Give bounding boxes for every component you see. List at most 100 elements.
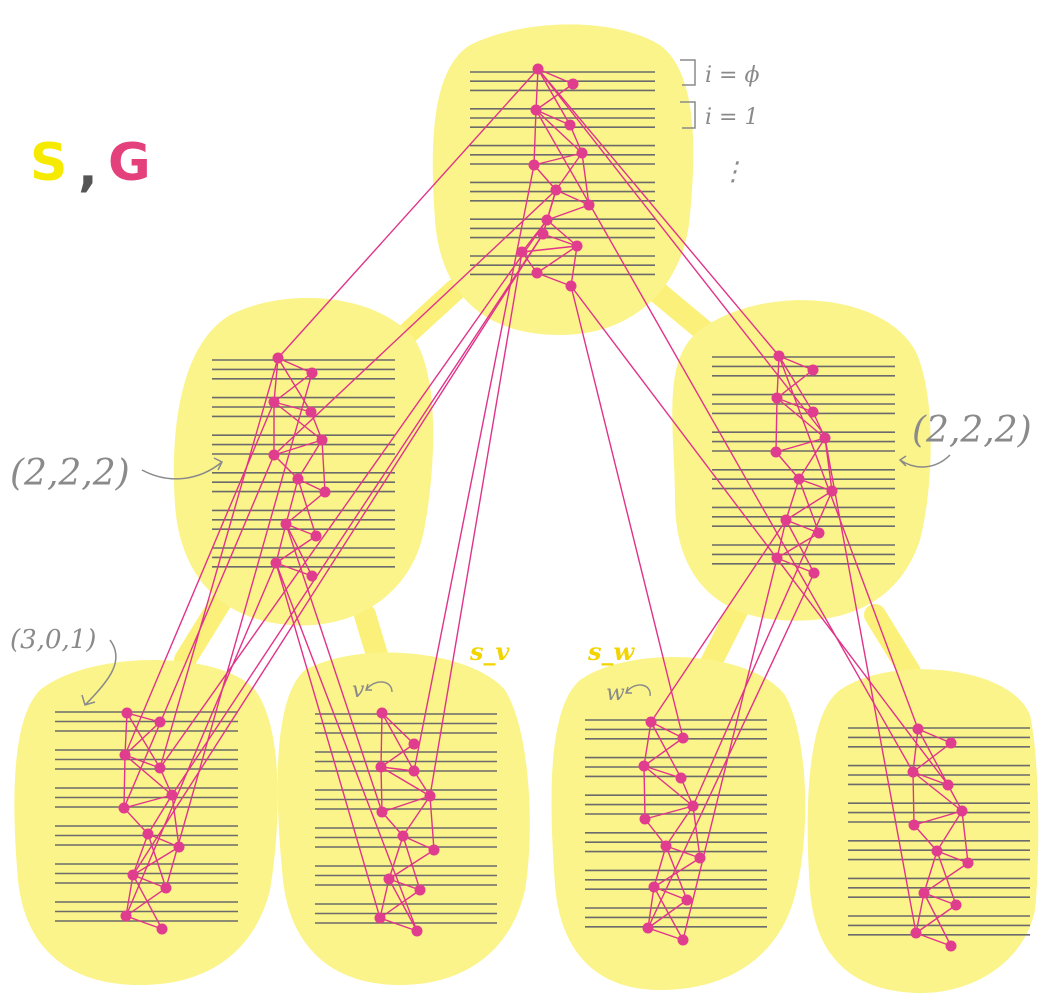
graph-edge [643, 765, 682, 779]
graph-edge [643, 765, 694, 807]
vertex-arrow-v [365, 681, 393, 693]
graph-edge [429, 795, 435, 851]
graph-edge [581, 152, 590, 206]
graph-node [962, 857, 974, 869]
graph-node [956, 805, 968, 817]
graph-edge [776, 397, 826, 439]
vertex-label-v: v [352, 678, 365, 703]
graph-edge [321, 439, 326, 493]
graph-node [306, 570, 318, 582]
graph-edge [643, 765, 646, 820]
graph-edge [936, 850, 969, 864]
graph-node [642, 922, 654, 934]
graph-node [530, 104, 542, 116]
graph-node [677, 732, 689, 744]
graph-node [166, 789, 178, 801]
graph-node [268, 449, 280, 461]
graph-edge [936, 810, 963, 852]
bracket-i1 [680, 101, 696, 129]
graph-node [528, 159, 540, 171]
tuple-label-bottom-left: (3,0,1) [10, 625, 96, 655]
graph-node [807, 364, 819, 376]
graph-edge [123, 794, 173, 809]
graph-node [383, 873, 395, 885]
graph-edge [570, 245, 578, 287]
graph-edge [132, 833, 149, 876]
cross-edge [535, 109, 914, 773]
graph-node [154, 762, 166, 774]
cross-edge [124, 401, 275, 756]
graph-node [173, 841, 185, 853]
graph-edge [533, 152, 583, 166]
graph-edge [913, 824, 938, 852]
graph-node [541, 214, 553, 226]
graph-node [376, 707, 388, 719]
graph-edge [535, 109, 583, 154]
graph-edge [381, 712, 415, 745]
graph-edge [533, 164, 557, 191]
graph-node [908, 819, 920, 831]
graph-edge [555, 152, 583, 191]
graph-node [516, 246, 528, 258]
graph-edge [912, 771, 915, 826]
graph-edge [536, 272, 572, 287]
tuple-arrow-right [898, 454, 951, 468]
graph-edge [380, 766, 383, 813]
graph-node [537, 228, 549, 240]
graph-edge [798, 437, 826, 480]
graph-edge [915, 932, 952, 947]
graph-edge [124, 721, 161, 756]
blob-rr [807, 669, 1039, 994]
graph-node [565, 280, 577, 292]
graph-edge [917, 728, 952, 744]
graph-edge [546, 204, 590, 221]
graph-node [160, 882, 172, 894]
graph-edge [285, 523, 313, 577]
graph-edge [297, 439, 323, 480]
graph-edge [275, 535, 317, 564]
graph-edge [776, 519, 787, 559]
graph-node [397, 830, 409, 842]
graph-node [268, 396, 280, 408]
graph-edge [915, 904, 957, 934]
tuple-label-right: (2,2,2) [912, 410, 1032, 451]
graph-node [826, 485, 838, 497]
graph-edge [388, 835, 404, 880]
graph-edge [647, 899, 688, 929]
graph-edge [535, 109, 571, 126]
graph-node [376, 806, 388, 818]
graph-edge [277, 357, 313, 374]
cross-edge [273, 189, 557, 456]
cross-edge [647, 572, 815, 929]
graph-edge [123, 807, 149, 835]
graph-edge [776, 369, 814, 399]
graph-edge [923, 850, 938, 894]
graph-node [773, 350, 785, 362]
graph-edge [775, 437, 826, 453]
title-s: S [30, 133, 67, 193]
graph-node [375, 761, 387, 773]
graph-edge [285, 478, 299, 525]
vertex-arrow-w [625, 684, 651, 697]
graph-edge [125, 887, 167, 917]
graph-node [119, 749, 131, 761]
cross-edge [277, 68, 539, 359]
graph-node [564, 119, 576, 131]
graph-node [807, 406, 819, 418]
graph-edge [147, 794, 173, 835]
graph-node [154, 716, 166, 728]
graph-node [677, 934, 689, 946]
graph-node [675, 772, 687, 784]
graph-node [292, 473, 304, 485]
cross-edge [650, 519, 787, 723]
graph-node [910, 927, 922, 939]
graph-edge [380, 766, 431, 797]
graph-edge [379, 878, 390, 919]
cross-edge [537, 68, 828, 439]
graph-node [793, 473, 805, 485]
graph-edge [533, 109, 537, 166]
graph-edge [132, 874, 163, 930]
cross-edge [159, 219, 548, 769]
graph-node [118, 802, 130, 814]
graph-edge [125, 874, 134, 917]
